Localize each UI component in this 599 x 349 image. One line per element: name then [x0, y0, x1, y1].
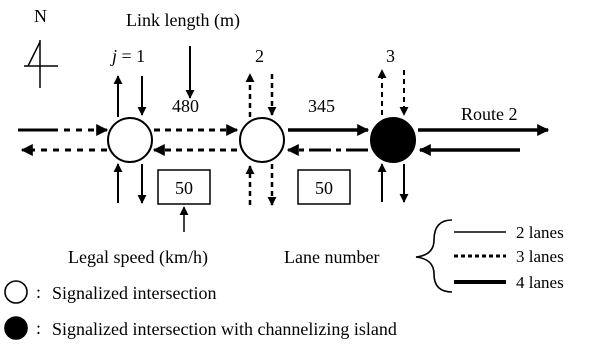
lane-legend-3: 3 lanes	[516, 247, 564, 266]
node-3-label: 3	[386, 46, 395, 66]
intersection-3-node	[370, 117, 416, 163]
link-length-title: Link length (m)	[126, 10, 240, 31]
speed-1-value: 50	[175, 178, 193, 198]
legend-signalized: Signalized intersection	[52, 283, 216, 303]
north-arrow-icon	[24, 40, 58, 88]
intersection-2-node	[239, 117, 285, 163]
north-label: N	[34, 6, 47, 26]
node-2-approaches	[245, 73, 277, 206]
lane-legend-2: 2 lanes	[516, 223, 564, 242]
lane-legend-samples	[454, 231, 506, 284]
lane-number-title: Lane number	[284, 247, 379, 267]
route-label: Route 2	[461, 104, 518, 124]
legend-open-circle-icon	[4, 280, 28, 304]
node-index-value: = 1	[117, 46, 145, 66]
link-2-length: 345	[308, 96, 335, 116]
node-2-label: 2	[255, 46, 264, 66]
legal-speed-title: Legal speed (km/h)	[68, 247, 208, 268]
speed-box-2	[297, 169, 351, 205]
link-lines	[18, 124, 550, 156]
node-index-symbol: j	[110, 46, 117, 66]
lane-legend-4: 4 lanes	[516, 273, 564, 292]
speed-box-1	[157, 169, 211, 205]
lane-legend-brace-icon	[415, 219, 453, 293]
legend-colon-2: :	[36, 318, 41, 338]
node-1-approaches	[113, 75, 147, 204]
legend-colon-1: :	[36, 282, 41, 302]
legend-signalized-island: Signalized intersection with channelizin…	[52, 319, 397, 339]
node-1-label: j = 1	[110, 46, 145, 66]
speed-2-value: 50	[315, 178, 333, 198]
link-1-length: 480	[172, 96, 199, 116]
legend-filled-circle-icon	[4, 316, 28, 340]
node-3-approaches	[377, 69, 409, 203]
intersection-1-node	[107, 117, 153, 163]
